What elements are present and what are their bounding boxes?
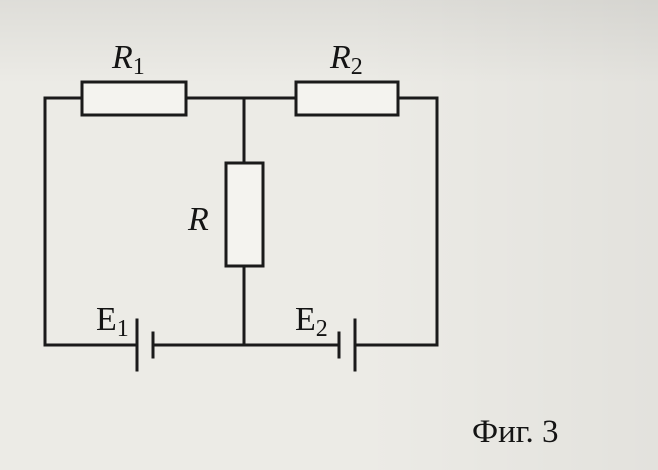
resistor-r [224,161,265,268]
label-e2: E2 [295,301,328,342]
label-r2: R2 [329,39,363,80]
label-e1: E1 [96,301,129,342]
resistor-r1 [80,80,188,117]
wire-top-left [43,96,139,347]
label-r: R [187,201,209,238]
wire-top-right [353,96,439,347]
label-r1: R1 [111,39,145,80]
figure-caption: Фиг. 3 [472,414,559,450]
resistor-r2 [294,80,400,117]
